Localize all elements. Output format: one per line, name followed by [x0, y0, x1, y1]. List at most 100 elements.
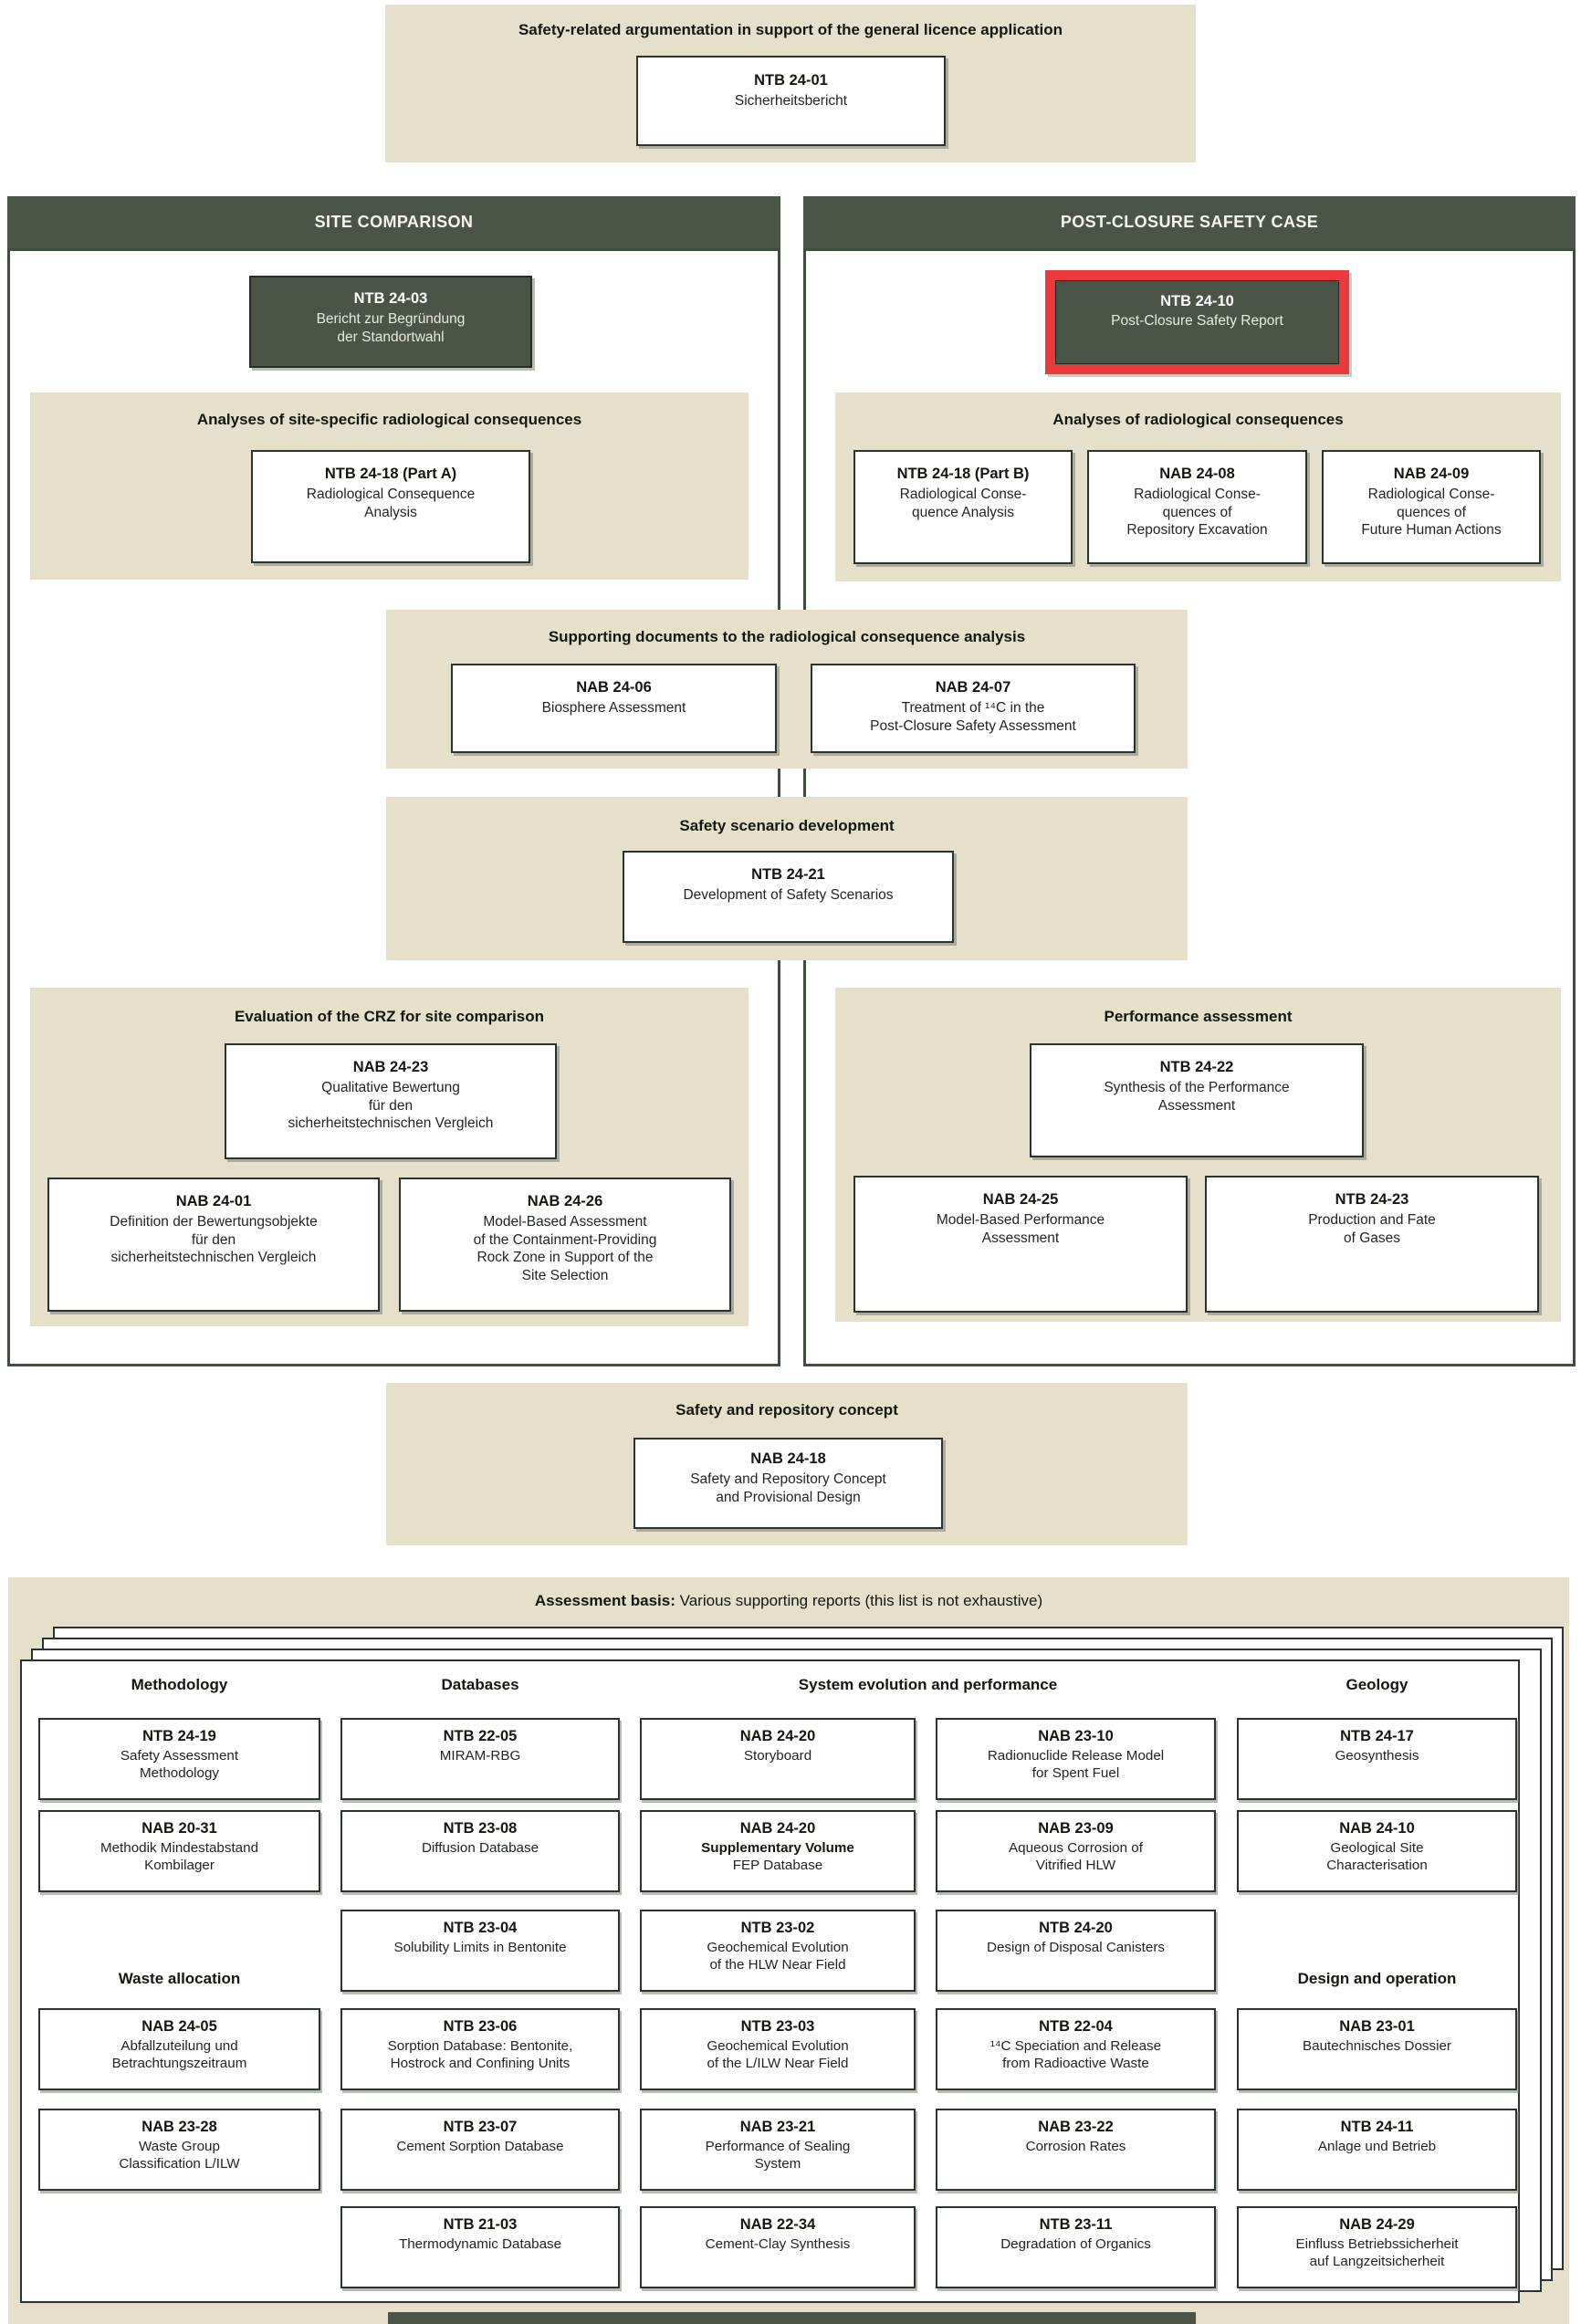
section-title: Performance assessment [1104, 1008, 1293, 1025]
doc-title: Thermodynamic Database [398, 2236, 562, 2252]
doc-title: Radiological Conse- quence Analysis [899, 487, 1027, 520]
doc-code: NTB 24-20 [1039, 1920, 1113, 1936]
column-header-methodology: Methodology [131, 1676, 228, 1693]
doc-box-nab-24-26: NAB 24-26 Model-Based Assessment of the … [399, 1178, 731, 1312]
doc-code: NAB 23-22 [1038, 2119, 1114, 2135]
doc-code: NAB 23-10 [1038, 1728, 1114, 1744]
section-title: Analyses of site-specific radiological c… [196, 411, 582, 428]
doc-code: NAB 24-09 [1393, 466, 1470, 482]
doc-box-nab-22-34: NAB 22-34 Cement-Clay Synthesis [640, 2206, 916, 2288]
doc-title: Radionuclide Release Model for Spent Fue… [987, 1748, 1165, 1781]
doc-box-ntb-24-03: NTB 24-03 Bericht zur Begründung der Sta… [249, 276, 532, 368]
doc-title: Diffusion Database [421, 1840, 539, 1856]
doc-code: NAB 24-10 [1339, 1820, 1415, 1837]
doc-code: NTB 24-17 [1340, 1728, 1414, 1744]
doc-code: NTB 23-03 [740, 2018, 815, 2035]
doc-code: NTB 24-18 (Part B) [896, 466, 1030, 482]
column-header-geology: Geology [1345, 1676, 1408, 1693]
doc-title: FEP Database [732, 1858, 823, 1873]
section-general-licence: Safety-related argumentation in support … [385, 5, 1196, 162]
doc-title: Qualitative Bewertung für den sicherheit… [288, 1080, 494, 1132]
section-title: Supporting documents to the radiological… [548, 628, 1026, 645]
doc-box-ntb-24-22: NTB 24-22 Synthesis of the Performance A… [1030, 1043, 1364, 1157]
section-evaluation-crz: Evaluation of the CRZ for site compariso… [30, 988, 749, 1326]
doc-code: NTB 23-07 [443, 2119, 518, 2135]
doc-title: MIRAM-RBG [439, 1748, 521, 1764]
doc-code: NAB 24-26 [527, 1193, 603, 1209]
doc-box-nab-24-18: NAB 24-18 Safety and Repository Concept … [633, 1438, 943, 1529]
doc-code: NAB 24-05 [141, 2018, 217, 2035]
doc-box-nab-24-05: NAB 24-05 Abfallzuteilung und Betrachtun… [38, 2008, 320, 2090]
doc-title: Abfallzuteilung und Betrachtungszeitraum [111, 2038, 247, 2071]
doc-box-nab-24-20-fep-database: NAB 24-20 Supplementary Volume FEP Datab… [640, 1810, 916, 1892]
doc-title: Radiological Consequence Analysis [306, 487, 476, 520]
doc-title: Bautechnisches Dossier [1303, 2038, 1451, 2054]
section-analyses-radiological: Analyses of radiological consequences NT… [835, 393, 1561, 581]
doc-title: Bericht zur Begründung der Standortwahl [316, 311, 466, 345]
doc-box-nab-24-07: NAB 24-07 Treatment of ¹⁴C in the Post-C… [811, 664, 1136, 753]
doc-code: NTB 24-22 [1159, 1059, 1234, 1075]
doc-box-ntb-23-04: NTB 23-04 Solubility Limits in Bentonite [340, 1910, 620, 1992]
heading-bold: Assessment basis: [534, 1592, 675, 1609]
doc-title: Development of Safety Scenarios [683, 887, 894, 903]
doc-title: Solubility Limits in Bentonite [393, 1940, 567, 1955]
doc-box-nab-20-31: NAB 20-31 Methodik Mindestabstand Kombil… [38, 1810, 320, 1892]
doc-code: NAB 22-34 [739, 2216, 816, 2233]
section-title: Safety-related argumentation in support … [518, 21, 1063, 38]
doc-code: NAB 23-09 [1038, 1820, 1114, 1837]
doc-title: Radiological Conse- quences of Repositor… [1126, 487, 1268, 539]
doc-title: Model-Based Assessment of the Containmen… [473, 1214, 657, 1284]
doc-code: NAB 24-18 [750, 1450, 826, 1467]
doc-title: Design of Disposal Canisters [987, 1940, 1165, 1955]
doc-code: NTB 24-18 (Part A) [324, 466, 457, 482]
doc-code: NAB 24-01 [175, 1193, 252, 1209]
doc-box-nab-23-01: NAB 23-01 Bautechnisches Dossier [1237, 2008, 1517, 2090]
doc-box-ntb-22-05: NTB 22-05 MIRAM-RBG [340, 1718, 620, 1800]
doc-title: Performance of Sealing System [705, 2139, 851, 2172]
doc-code: NAB 24-07 [935, 679, 1011, 696]
doc-title: Storyboard [743, 1748, 812, 1764]
doc-title: Methodik Mindestabstand Kombilager [99, 1840, 259, 1873]
doc-title: Synthesis of the Performance Assessment [1104, 1080, 1290, 1114]
heading-rest: Various supporting reports (this list is… [679, 1592, 1043, 1609]
section-repository-concept: Safety and repository concept NAB 24-18 … [386, 1383, 1188, 1545]
doc-code: NAB 23-01 [1339, 2018, 1415, 2035]
doc-title: Aqueous Corrosion of Vitrified HLW [1009, 1840, 1143, 1873]
doc-code: NTB 23-02 [740, 1920, 815, 1936]
doc-box-nab-24-10: NAB 24-10 Geological Site Characterisati… [1237, 1810, 1517, 1892]
doc-box-ntb-24-21: NTB 24-21 Development of Safety Scenario… [623, 851, 954, 943]
doc-title: Definition der Bewertungsobjekte für den… [110, 1214, 318, 1266]
doc-code: NAB 23-28 [141, 2119, 217, 2135]
doc-code: NAB 24-20 [739, 1820, 816, 1837]
doc-code: NAB 24-08 [1159, 466, 1235, 482]
doc-box-ntb-23-07: NTB 23-07 Cement Sorption Database [340, 2109, 620, 2191]
doc-code: NTB 24-11 [1340, 2119, 1414, 2135]
doc-box-nab-24-20-storyboard: NAB 24-20 Storyboard [640, 1718, 916, 1800]
doc-title: Production and Fate of Gases [1308, 1212, 1436, 1246]
doc-title: Anlage und Betrieb [1317, 2139, 1437, 2154]
highlight-frame-ntb-24-10: NTB 24-10 Post-Closure Safety Report [1045, 270, 1349, 374]
section-assessment-basis: Assessment basis: Various supporting rep… [8, 1577, 1569, 2324]
doc-title: Geochemical Evolution of the L/ILW Near … [707, 2038, 849, 2071]
doc-code: NAB 23-21 [739, 2119, 816, 2135]
doc-box-ntb-24-01: NTB 24-01 Sicherheitsbericht [636, 56, 946, 146]
doc-title: ¹⁴C Speciation and Release from Radioact… [989, 2038, 1162, 2071]
doc-box-nab-24-06: NAB 24-06 Biosphere Assessment [451, 664, 777, 753]
stacked-page-front: Methodology Databases System evolution a… [20, 1659, 1520, 2303]
doc-box-ntb-24-10: NTB 24-10 Post-Closure Safety Report [1055, 280, 1339, 364]
assessment-basis-heading: Assessment basis: Various supporting rep… [8, 1592, 1569, 1610]
panel-header-label: SITE COMPARISON [314, 213, 474, 231]
doc-code: NTB 23-04 [443, 1920, 518, 1936]
doc-code: NAB 24-06 [576, 679, 652, 696]
doc-title: Cement Sorption Database [396, 2139, 564, 2154]
doc-code: NAB 24-29 [1339, 2216, 1415, 2233]
doc-title: Treatment of ¹⁴C in the Post-Closure Saf… [870, 700, 1076, 734]
doc-title: Cement-Clay Synthesis [705, 2236, 851, 2252]
section-safety-scenario: Safety scenario development NTB 24-21 De… [386, 797, 1188, 960]
doc-code: NAB 24-20 [739, 1728, 816, 1744]
doc-title: Waste Group Classification L/ILW [119, 2139, 240, 2172]
panel-header-post-closure: POST-CLOSURE SAFETY CASE [803, 196, 1576, 248]
doc-box-nab-24-23: NAB 24-23 Qualitative Bewertung für den … [225, 1043, 557, 1159]
doc-box-nab-23-21: NAB 23-21 Performance of Sealing System [640, 2109, 916, 2191]
doc-box-nab-23-10: NAB 23-10 Radionuclide Release Model for… [936, 1718, 1216, 1800]
